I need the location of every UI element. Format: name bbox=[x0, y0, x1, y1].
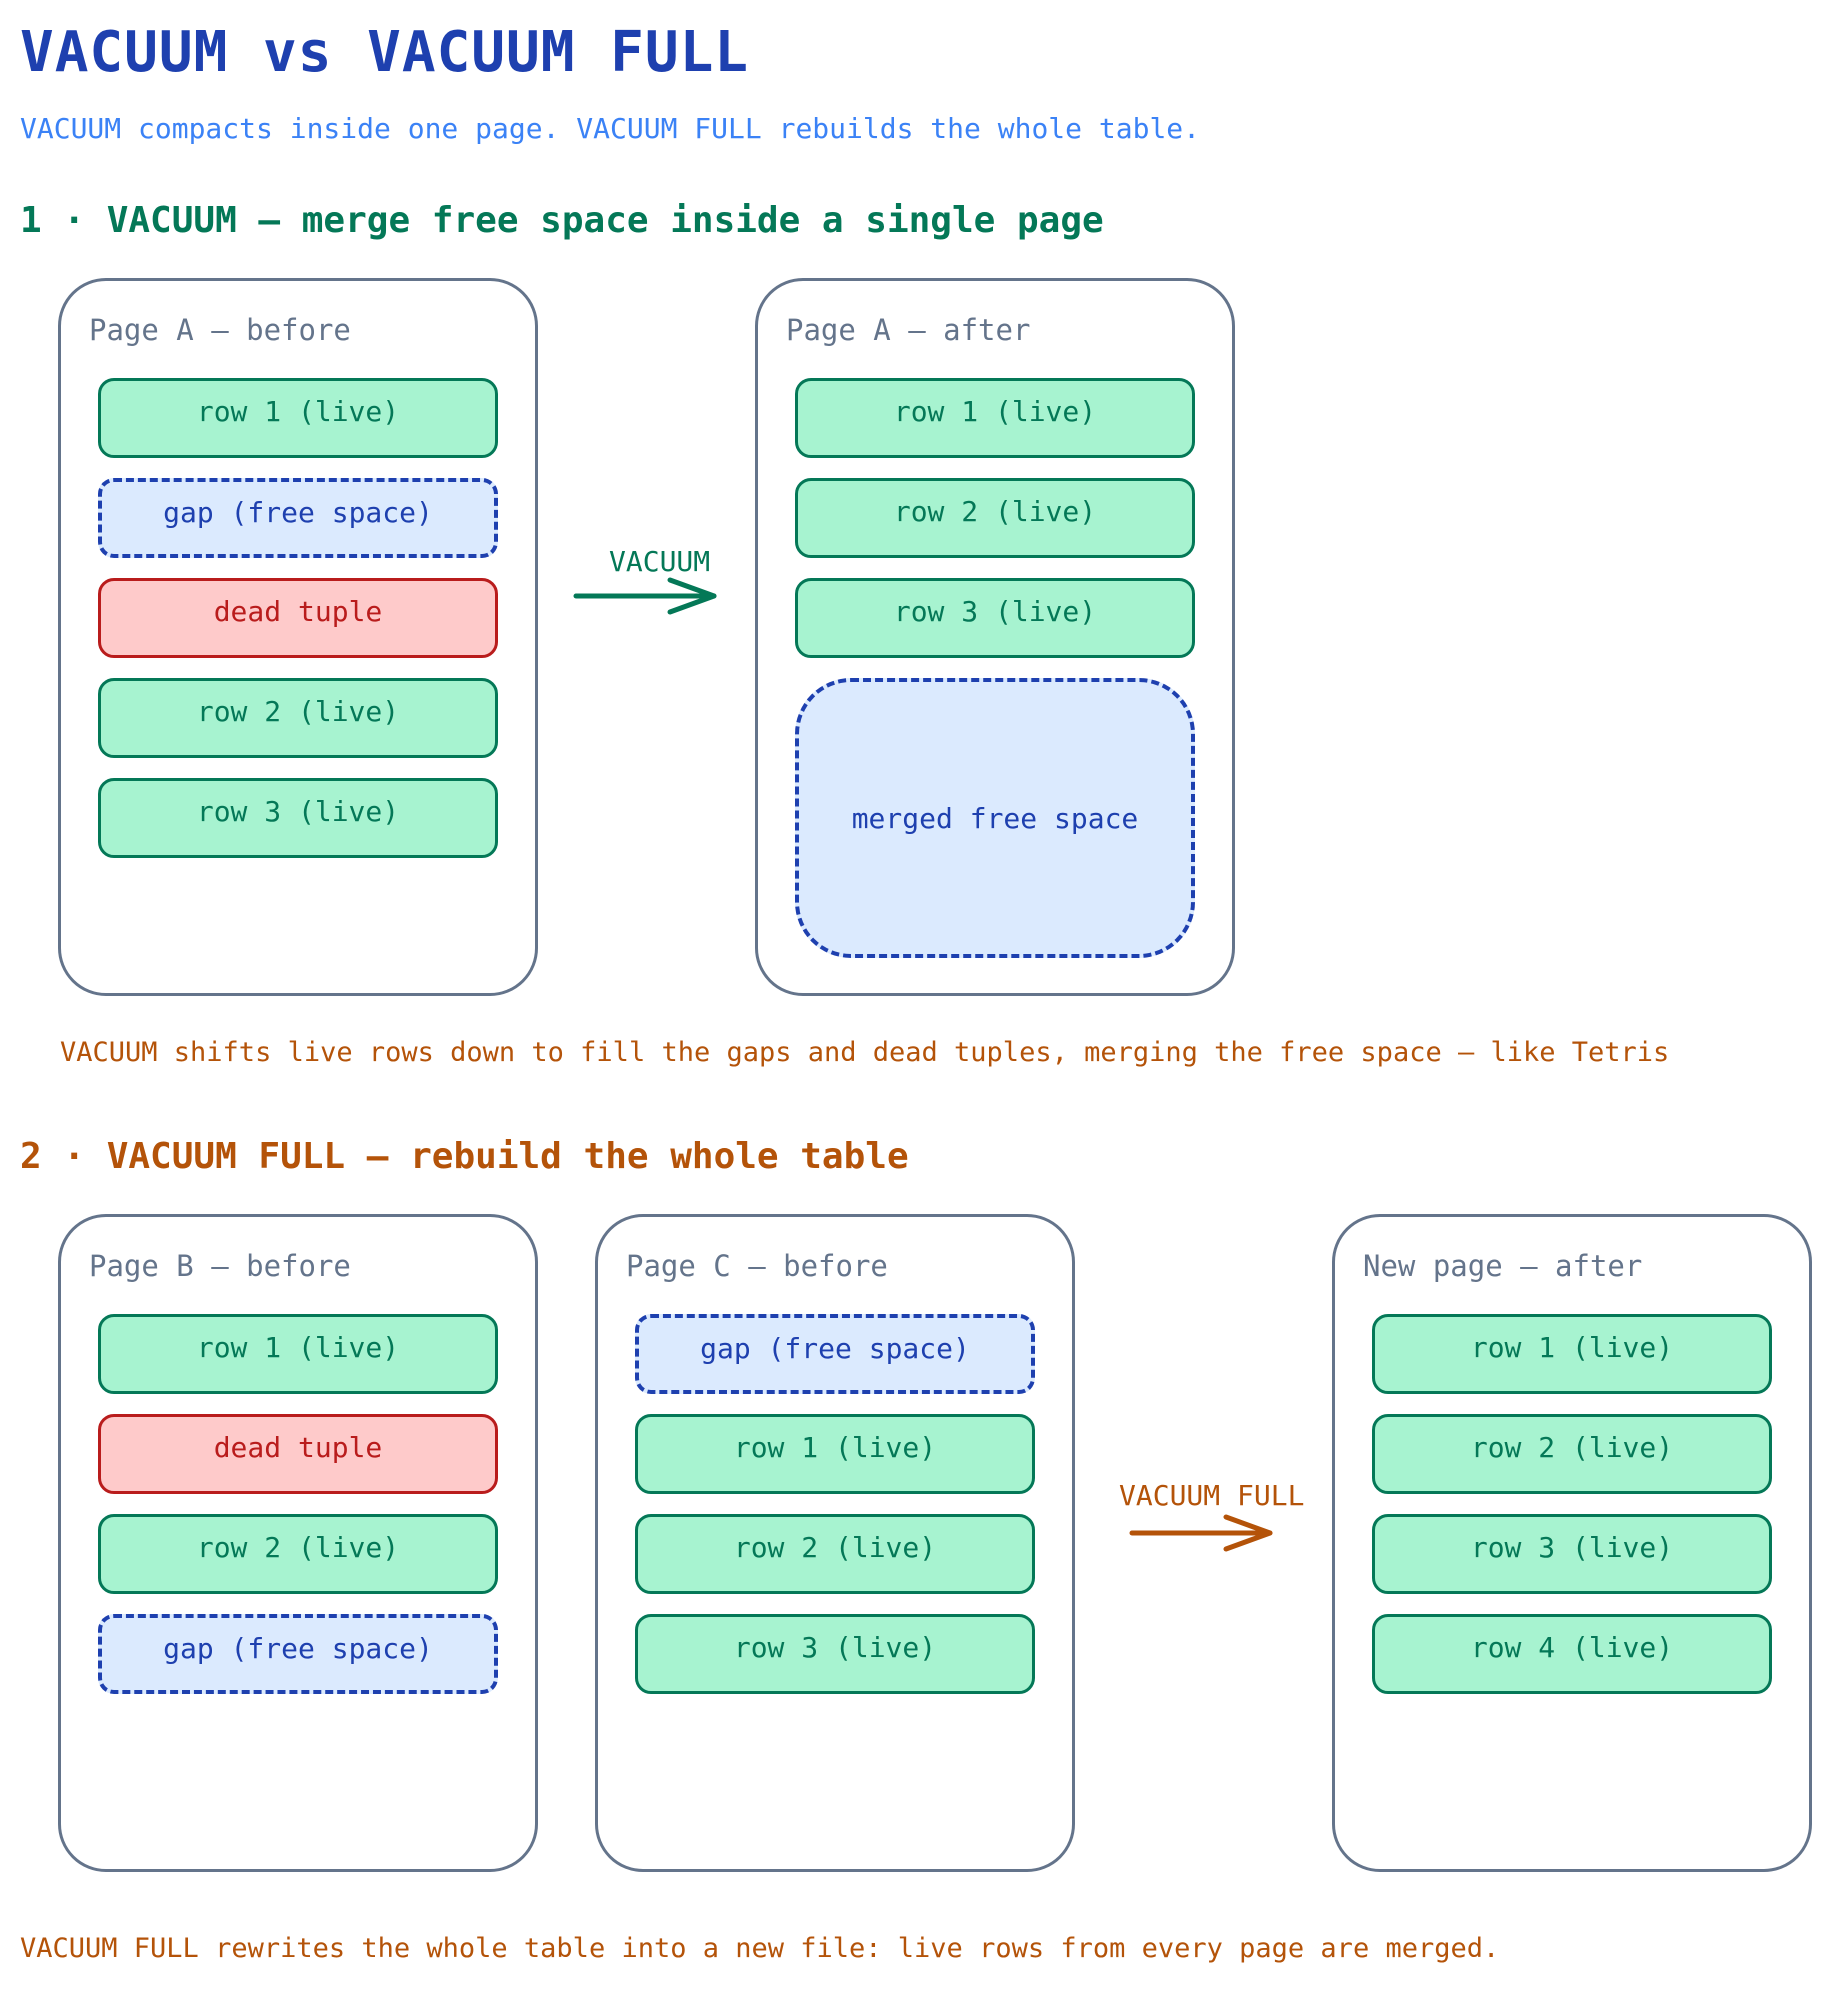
page-title: Page C — before bbox=[626, 1249, 888, 1283]
live-row-slot: row 3 (live) bbox=[98, 778, 498, 858]
page-title: Page A — before bbox=[89, 313, 351, 347]
page-title: Page A — after bbox=[786, 313, 1031, 347]
live-row-slot: row 1 (live) bbox=[98, 1314, 498, 1394]
live-row-slot: row 2 (live) bbox=[98, 678, 498, 758]
live-row-slot: row 2 (live) bbox=[795, 478, 1195, 558]
section-1-heading: 1 · VACUUM — merge free space inside a s… bbox=[20, 200, 1104, 241]
live-row-slot: row 3 (live) bbox=[795, 578, 1195, 658]
live-row-slot: row 2 (live) bbox=[98, 1514, 498, 1594]
live-row-slot: row 2 (live) bbox=[1372, 1414, 1772, 1494]
live-row-slot: row 1 (live) bbox=[635, 1414, 1035, 1494]
live-row-slot: row 1 (live) bbox=[98, 378, 498, 458]
section-2-note: VACUUM FULL rewrites the whole table int… bbox=[20, 1933, 1500, 1964]
dead-tuple-slot: dead tuple bbox=[98, 1414, 498, 1494]
live-row-slot: row 3 (live) bbox=[635, 1614, 1035, 1694]
vacuum-arrow-label: VACUUM bbox=[609, 545, 711, 578]
live-row-slot: row 3 (live) bbox=[1372, 1514, 1772, 1594]
new-page-after: New page — after row 1 (live) row 2 (liv… bbox=[1332, 1214, 1812, 1872]
gap-slot: gap (free space) bbox=[98, 1614, 498, 1694]
page-a-after: Page A — after row 1 (live) row 2 (live)… bbox=[755, 278, 1235, 996]
section-2-heading: 2 · VACUUM FULL — rebuild the whole tabl… bbox=[20, 1136, 909, 1177]
merged-free-space-slot: merged free space bbox=[795, 678, 1195, 958]
page-a-before: Page A — before row 1 (live) gap (free s… bbox=[58, 278, 538, 996]
diagram-title: VACUUM vs VACUUM FULL bbox=[20, 20, 750, 85]
live-row-slot: row 4 (live) bbox=[1372, 1614, 1772, 1694]
vacuum-full-arrow-label: VACUUM FULL bbox=[1119, 1479, 1305, 1512]
diagram-subtitle: VACUUM compacts inside one page. VACUUM … bbox=[20, 112, 1201, 145]
page-title: New page — after bbox=[1363, 1249, 1643, 1283]
gap-slot: gap (free space) bbox=[635, 1314, 1035, 1394]
page-c-before: Page C — before gap (free space) row 1 (… bbox=[595, 1214, 1075, 1872]
vacuum-arrow-icon bbox=[573, 577, 717, 615]
dead-tuple-slot: dead tuple bbox=[98, 578, 498, 658]
live-row-slot: row 1 (live) bbox=[795, 378, 1195, 458]
live-row-slot: row 2 (live) bbox=[635, 1514, 1035, 1594]
gap-slot: gap (free space) bbox=[98, 478, 498, 558]
live-row-slot: row 1 (live) bbox=[1372, 1314, 1772, 1394]
section-1-note: VACUUM shifts live rows down to fill the… bbox=[60, 1037, 1670, 1068]
vacuum-full-arrow-icon bbox=[1129, 1514, 1273, 1552]
page-title: Page B — before bbox=[89, 1249, 351, 1283]
page-b-before: Page B — before row 1 (live) dead tuple … bbox=[58, 1214, 538, 1872]
